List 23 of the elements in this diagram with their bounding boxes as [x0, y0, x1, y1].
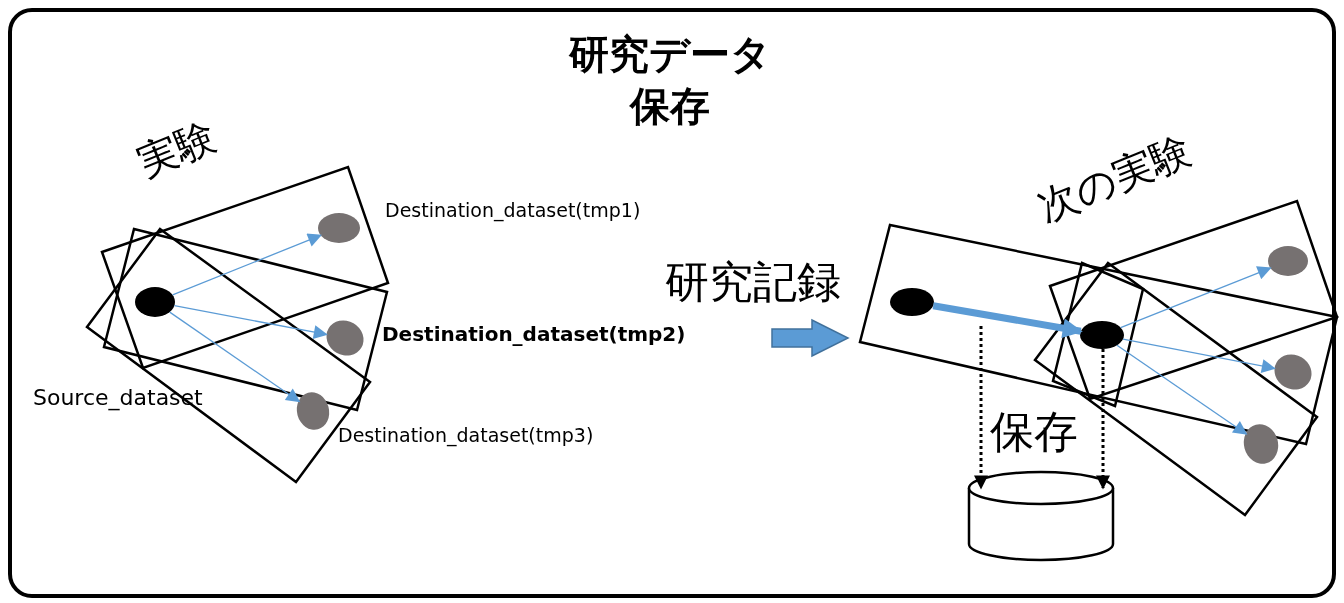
arrow	[1122, 338, 1276, 373]
title: 研究データ保存	[568, 30, 772, 131]
dotted-arrow	[1096, 349, 1110, 490]
source-dataset-dot	[1080, 321, 1124, 349]
section-label: 保存	[990, 408, 1078, 457]
arrow	[169, 311, 301, 403]
arrow	[932, 302, 1083, 339]
section-label: 実験	[131, 113, 223, 184]
dotted-arrow	[974, 326, 988, 490]
dataset-dot	[318, 213, 360, 243]
arrow	[1120, 266, 1272, 329]
dataset-dot	[1268, 246, 1308, 276]
dataset-label: Destination_dataset(tmp3)	[338, 425, 594, 446]
dataset-label: Destination_dataset(tmp2)	[382, 323, 686, 345]
dataset-label: Destination_dataset(tmp1)	[385, 200, 641, 221]
source-dataset-dot	[135, 287, 175, 317]
storage-cylinder	[967, 470, 1115, 562]
arrow	[173, 305, 328, 339]
arrow	[172, 233, 322, 296]
arrow	[1116, 344, 1248, 435]
source-dataset-dot	[890, 288, 934, 316]
section-label: 研究記録	[665, 258, 841, 307]
section-label: 次の実験	[1031, 127, 1198, 229]
